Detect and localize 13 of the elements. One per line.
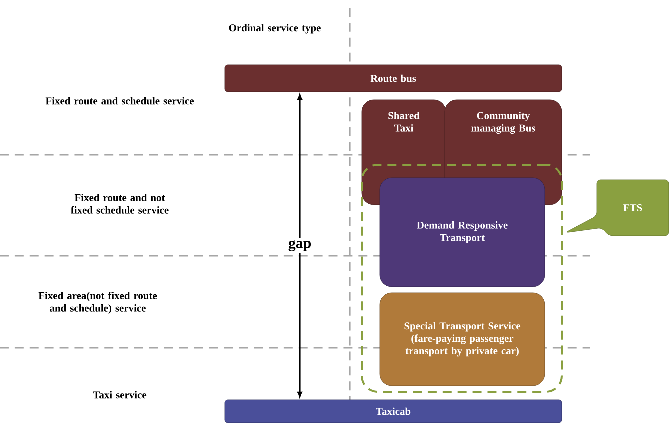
dashed-group-box [361, 164, 563, 393]
edge-label: gap [286, 238, 314, 254]
row-label: Fixed route and not fixed schedule service [70, 194, 169, 214]
service-box: Demand Responsive Transport [380, 178, 546, 288]
callout-bubble: FTS [567, 180, 669, 236]
double-arrow [298, 94, 302, 398]
row-label: Taxi service [93, 391, 147, 399]
row-label: Fixed area(not fixed route and schedule) service [38, 292, 158, 314]
service-box: Special Transport Service (fare-paying passenger transport by private car) [380, 292, 546, 386]
service-bar: Taxicab [224, 400, 562, 423]
row-label: Ordinal service type [229, 24, 321, 34]
service-bar: Route bus [224, 64, 562, 92]
row-label: Fixed route and schedule service [46, 97, 194, 105]
